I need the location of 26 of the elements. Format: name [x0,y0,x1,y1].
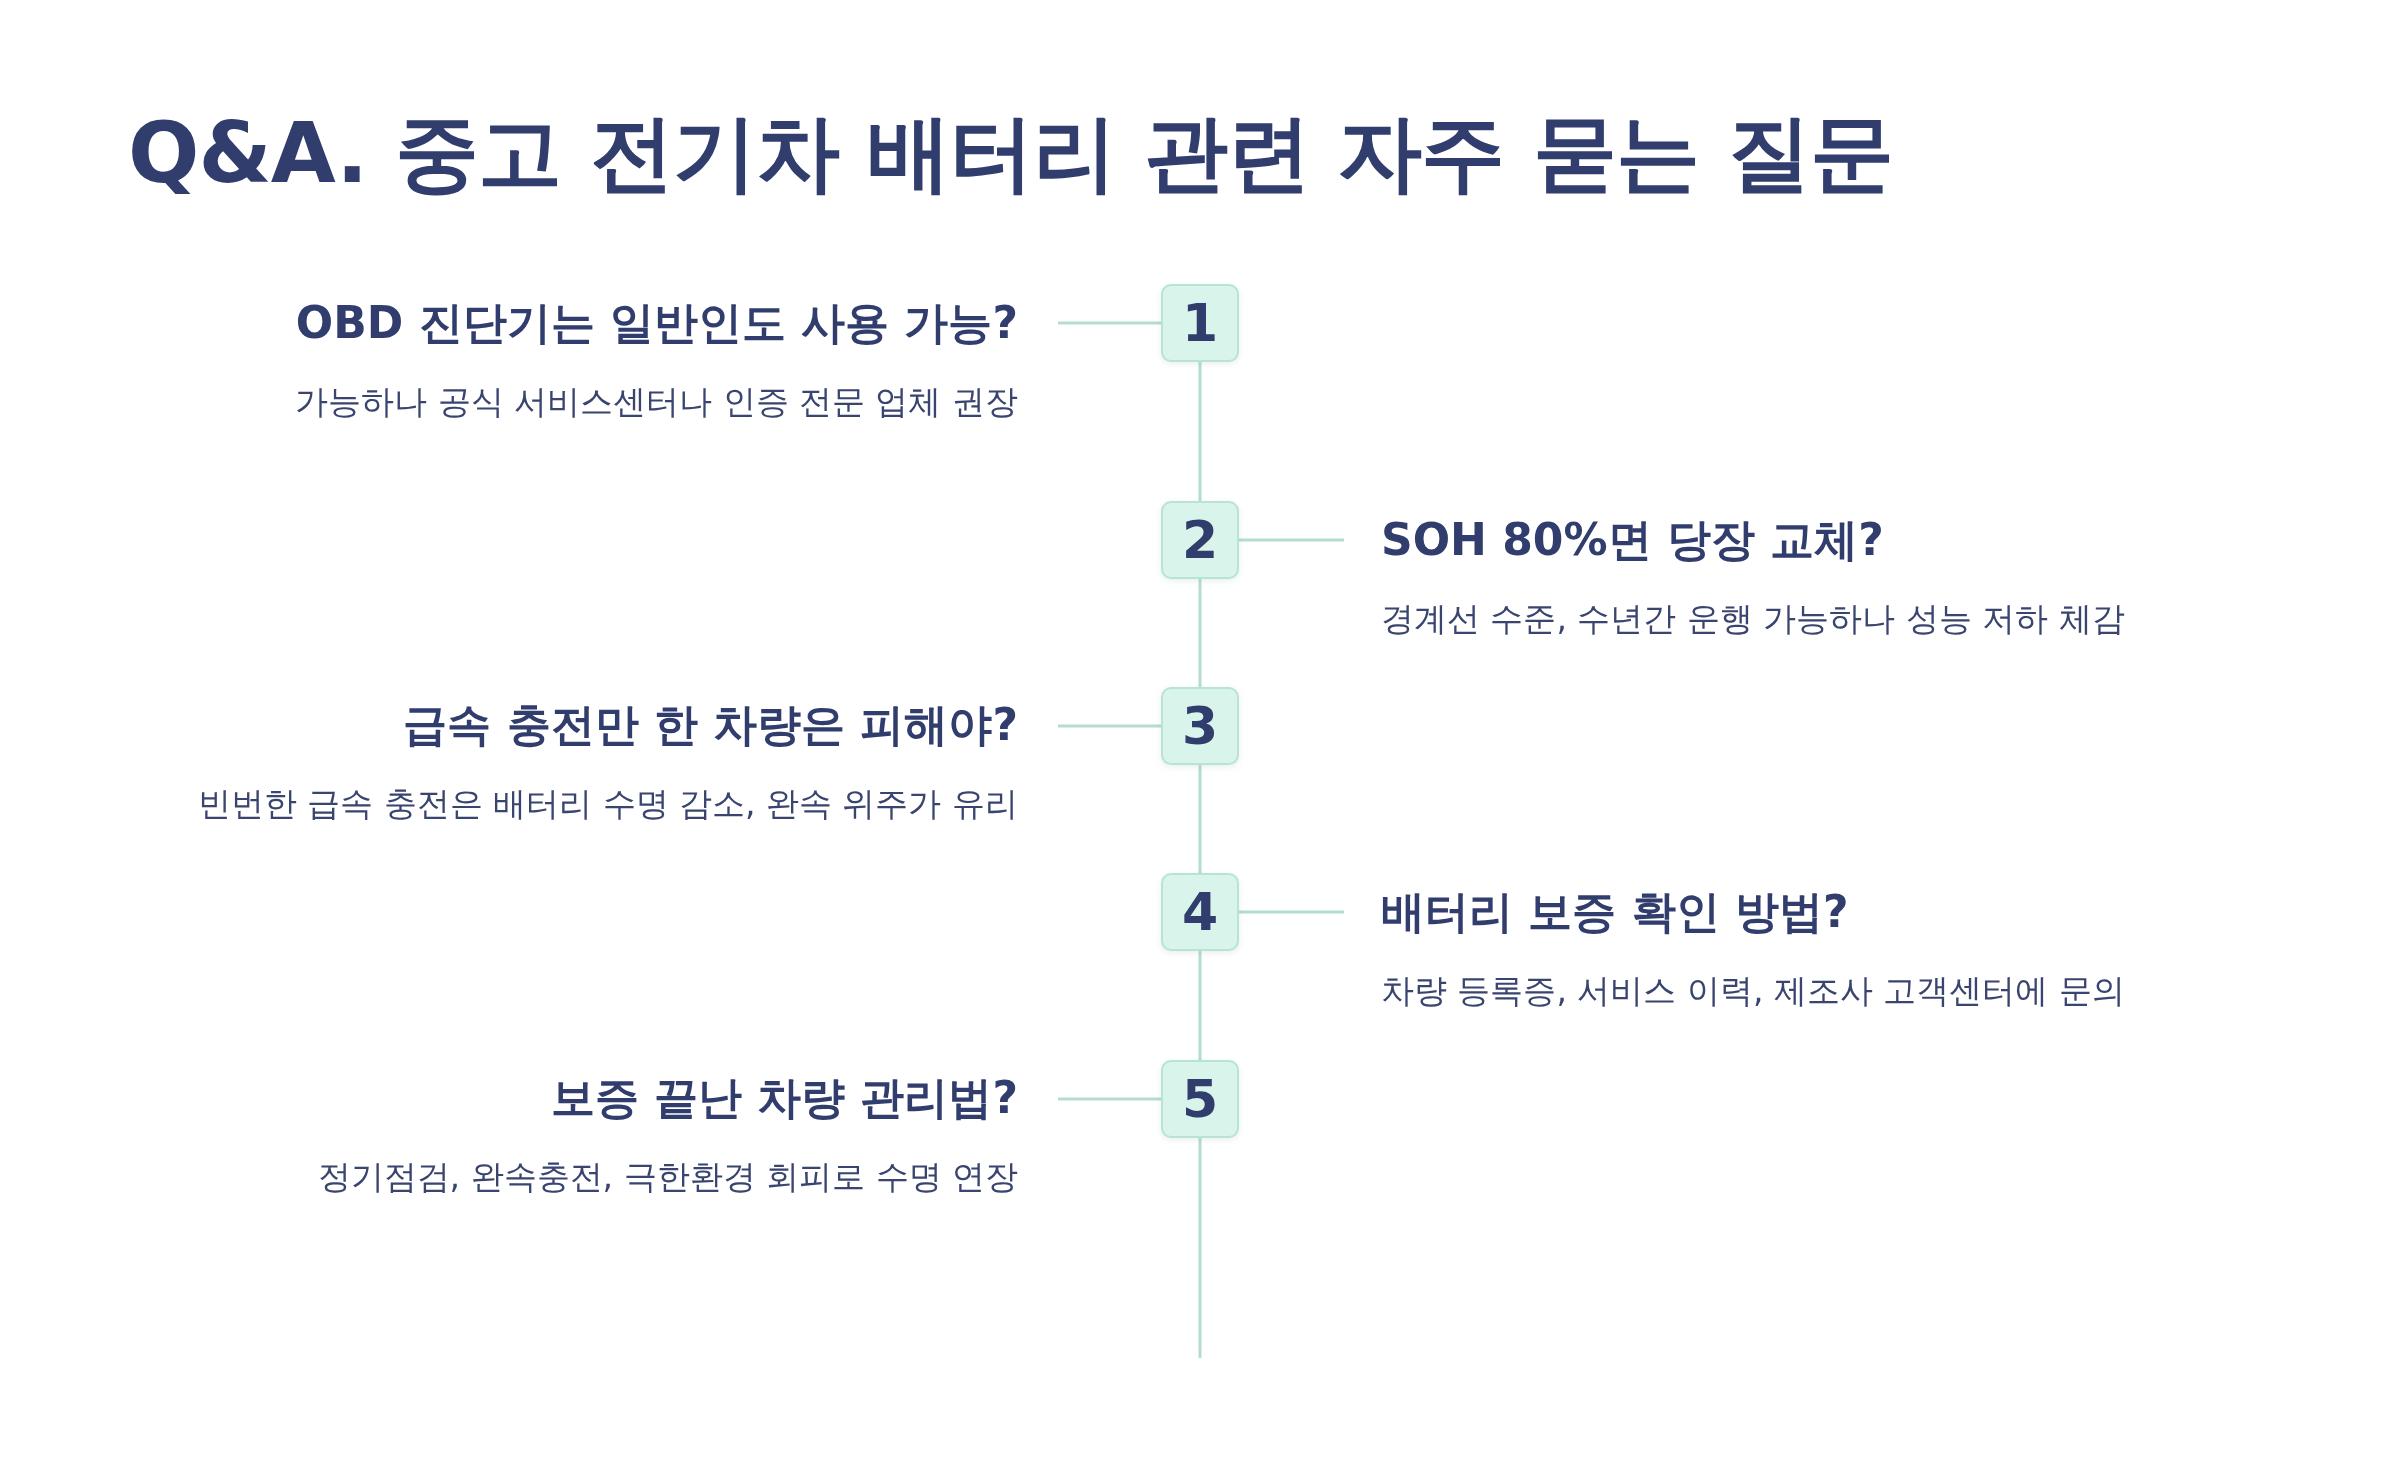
connector-line [1198,1138,1202,1358]
connector-line [1198,362,1202,501]
step-number: 3 [1161,687,1239,765]
connector-line [1058,724,1161,728]
connector-line [1239,910,1344,914]
connector-line [1198,579,1202,687]
answer-text: 가능하나 공식 서비스센터나 인증 전문 업체 권장 [295,382,1018,422]
connector-line [1058,321,1161,325]
answer-text: 빈번한 급속 충전은 배터리 수명 감소, 완속 위주가 유리 [197,784,1018,824]
connector-line [1198,951,1202,1060]
question-text: 배터리 보증 확인 방법? [1381,885,1849,939]
step-number: 5 [1161,1060,1239,1138]
connector-line [1198,765,1202,873]
connector-line [1239,538,1344,542]
connector-line [1058,1097,1161,1101]
title: Q&A. 중고 전기차 배터리 관련 자주 묻는 질문 [128,103,1893,204]
question-text: 급속 충전만 한 차량은 피해야? [403,698,1018,752]
step-number: 4 [1161,873,1239,951]
question-text: OBD 진단기는 일반인도 사용 가능? [295,296,1018,350]
step-number: 1 [1161,284,1239,362]
answer-text: 경계선 수준, 수년간 운행 가능하나 성능 저하 체감 [1381,599,2125,639]
answer-text: 정기점검, 완속충전, 극한환경 회피로 수명 연장 [317,1157,1018,1197]
question-text: 보증 끝난 차량 관리법? [550,1071,1018,1125]
question-text: SOH 80%면 당장 교체? [1381,513,1884,567]
answer-text: 차량 등록증, 서비스 이력, 제조사 고객센터에 문의 [1381,971,2125,1011]
step-number: 2 [1161,501,1239,579]
